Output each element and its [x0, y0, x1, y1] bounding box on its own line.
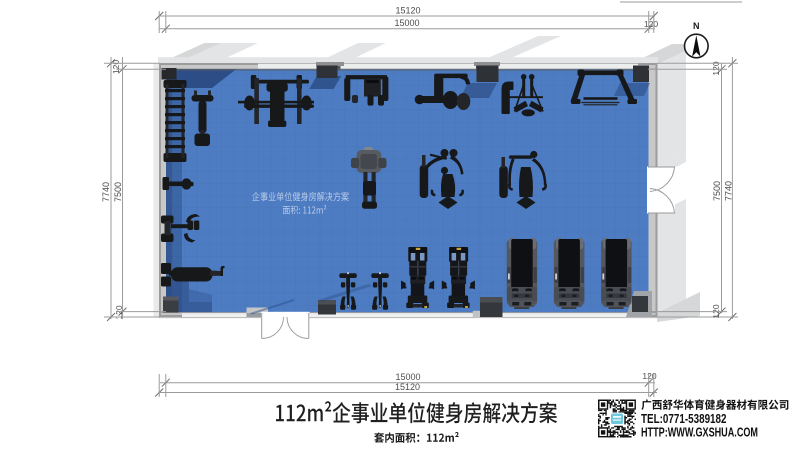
- svg-text:120: 120: [711, 61, 721, 75]
- svg-text:120: 120: [644, 19, 658, 29]
- svg-text:120: 120: [642, 371, 656, 381]
- svg-text:15120: 15120: [395, 6, 420, 16]
- svg-text:7740: 7740: [101, 182, 111, 202]
- svg-text:N: N: [693, 21, 700, 31]
- svg-text:7740: 7740: [724, 181, 734, 201]
- svg-text:120: 120: [114, 305, 124, 319]
- svg-text:7500: 7500: [712, 181, 722, 201]
- svg-text:7500: 7500: [113, 182, 123, 202]
- svg-text:15120: 15120: [395, 382, 420, 392]
- svg-text:TEL:0771-5389182: TEL:0771-5389182: [641, 412, 727, 426]
- svg-text:120: 120: [111, 60, 121, 74]
- svg-text:15000: 15000: [395, 372, 420, 382]
- svg-text:HTTP:WWW.GXSHUA.COM: HTTP:WWW.GXSHUA.COM: [641, 426, 758, 440]
- svg-text:15000: 15000: [394, 18, 419, 28]
